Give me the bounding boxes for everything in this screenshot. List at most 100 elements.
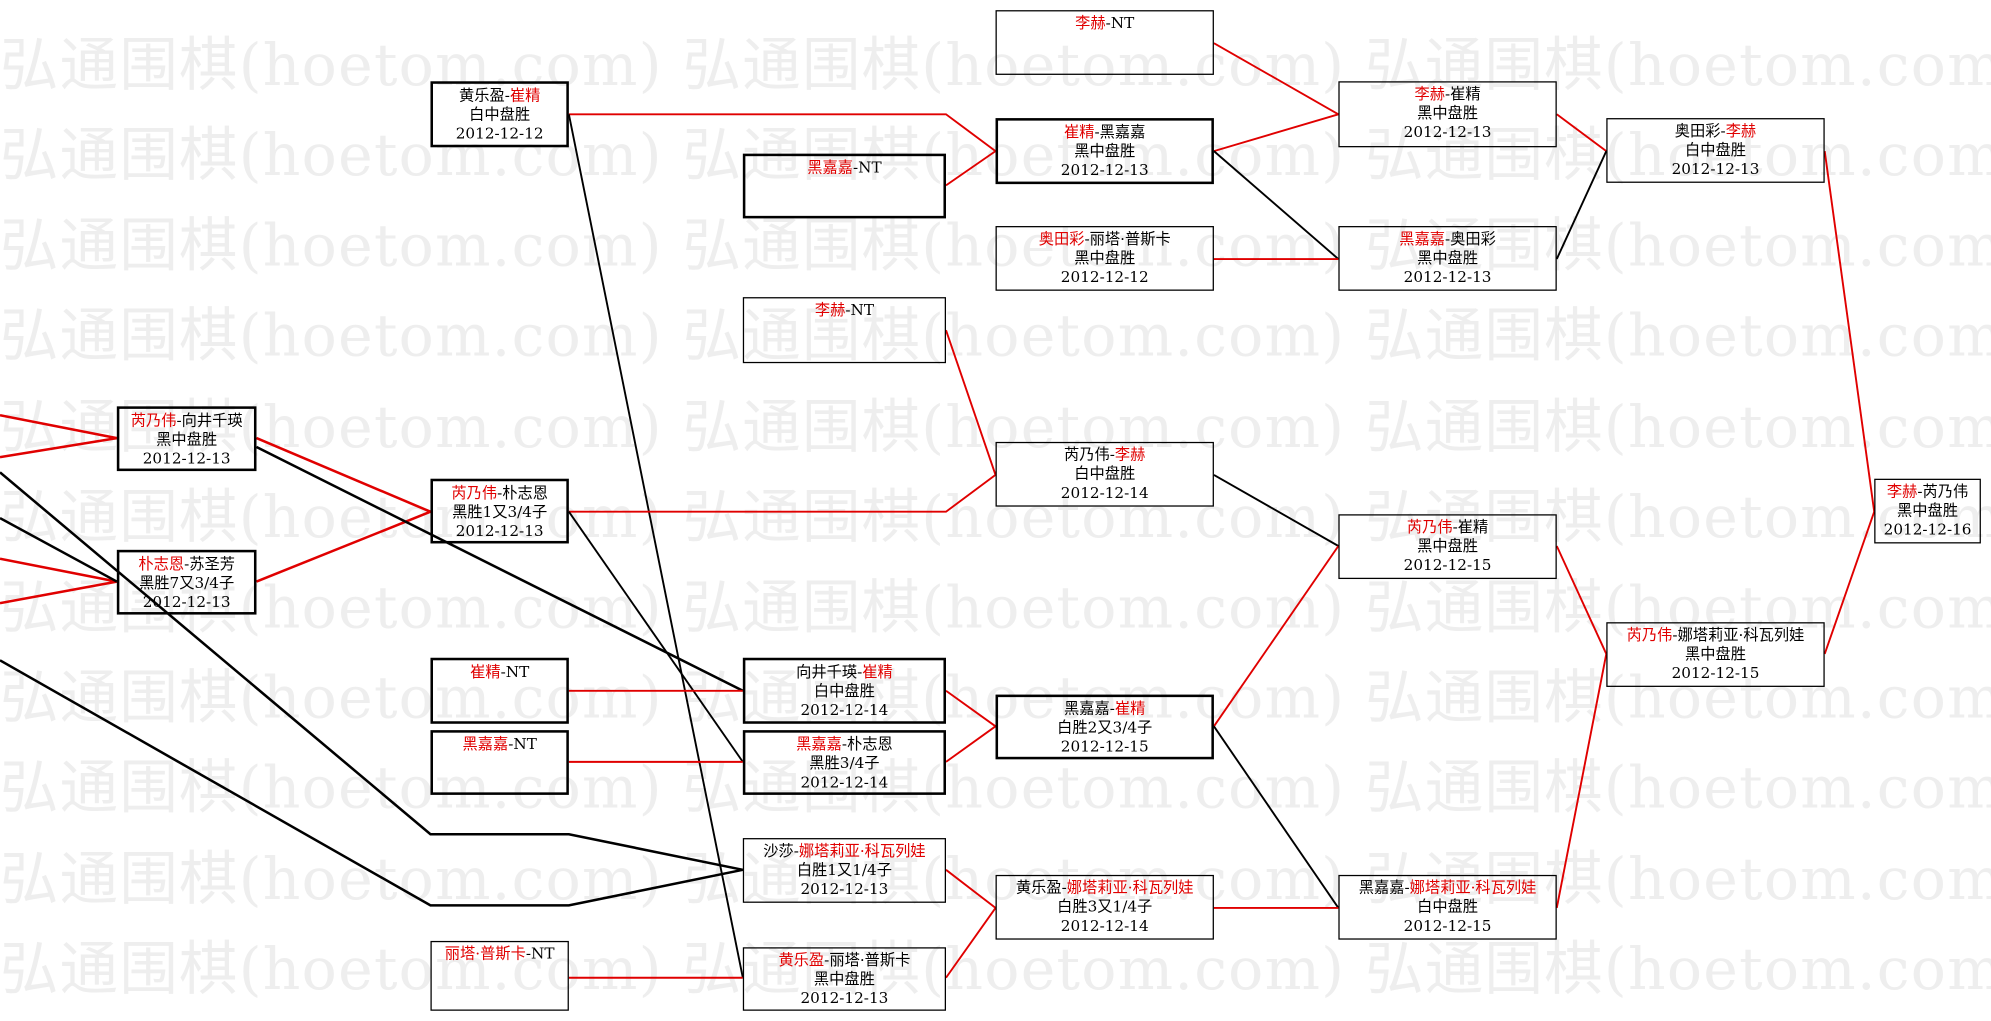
player-1: 沙莎 <box>763 841 794 860</box>
match-result: 黑中盘胜 <box>1074 142 1136 160</box>
match-players: 黑嘉嘉-娜塔莉亚·科瓦列娃 <box>1340 879 1556 898</box>
player-1: 向井千瑛 <box>796 662 858 681</box>
match-players: 芮乃伟-娜塔莉亚·科瓦列娃 <box>1608 626 1824 645</box>
match-result: 黑中盘胜 <box>1417 104 1479 122</box>
player-2: NT <box>858 158 882 177</box>
player-2: NT <box>531 944 555 963</box>
player-2: 苏圣芳 <box>189 554 235 573</box>
match-date: 2012-12-12 <box>1060 267 1149 286</box>
player-2: 娜塔莉亚·科瓦列娃 <box>1677 626 1805 644</box>
loser-connector <box>1555 150 1608 260</box>
match-players: 芮乃伟-朴志恩 <box>433 484 566 503</box>
match-result: 白中盘胜 <box>469 105 531 124</box>
loser-connector <box>568 511 744 763</box>
match-players: 芮乃伟-向井千瑛 <box>119 411 254 430</box>
player-2: 崔精 <box>1457 518 1489 536</box>
match-players: 奥田彩-李赫 <box>1608 122 1824 141</box>
match-result: 白中盘胜 <box>1074 464 1136 483</box>
match-result: 白中盘胜 <box>1685 140 1746 159</box>
match-players: 沙莎-娜塔莉亚·科瓦列娃 <box>744 842 945 861</box>
match-result: 黑中盘胜 <box>1685 645 1746 663</box>
match-result: 黑中盘胜 <box>156 430 218 449</box>
player-1: 黄乐盈 <box>458 86 505 105</box>
separator: - <box>1084 229 1090 248</box>
winner-connector <box>1213 113 1339 153</box>
winner-connector <box>1213 42 1339 116</box>
match-players: 黑嘉嘉-NT <box>745 159 943 178</box>
loser-connector <box>1213 725 1340 909</box>
match-date: 2012-12-13 <box>142 592 231 611</box>
winner-connector <box>945 907 997 979</box>
match-players: 丽塔·普斯卡-NT <box>432 945 568 964</box>
match-players: 芮乃伟-崔精 <box>1340 518 1556 537</box>
separator: - <box>841 735 847 753</box>
separator: - <box>500 662 506 681</box>
match-date: 2012-12-13 <box>142 449 231 468</box>
player-2: 李赫 <box>1725 121 1757 140</box>
player-1: 丽塔·普斯卡 <box>444 944 526 963</box>
match-result: 白胜1又1/4子 <box>796 860 892 879</box>
watermark-text: 弘通围棋(hoetom.com) 弘通围棋(hoetom.com) 弘通围棋(h… <box>0 572 1991 642</box>
match-players: 崔精-NT <box>433 663 566 682</box>
winner-connector <box>1555 545 1608 655</box>
match-result: 黑胜7又3/4子 <box>139 573 235 592</box>
player-2: 崔精 <box>1114 699 1146 718</box>
separator: - <box>504 86 510 105</box>
player-1: 崔精 <box>470 662 501 681</box>
match-result: 黑胜1又3/4子 <box>452 502 548 521</box>
player-2: 娜塔莉亚·科瓦列娃 <box>1409 878 1537 897</box>
separator: - <box>1404 878 1410 897</box>
match-date: 2012-12-15 <box>1671 664 1760 682</box>
winner-connector <box>945 150 997 187</box>
match-result: 黑胜3/4子 <box>809 754 880 773</box>
player-2: 丽塔·普斯卡 <box>829 951 911 969</box>
winner-connector <box>945 689 997 728</box>
player-1: 黑嘉嘉 <box>796 735 842 753</box>
match-players: 朴志恩-苏圣芳 <box>119 555 254 574</box>
winner-connector <box>256 436 431 513</box>
player-1: 黄乐盈 <box>778 951 825 969</box>
separator: - <box>1720 121 1726 140</box>
winner-connector <box>0 580 118 605</box>
match-box: 李赫-NT <box>995 10 1214 75</box>
player-2: 黑嘉嘉 <box>1099 123 1146 141</box>
match-result: 白胜3又1/4子 <box>1057 897 1153 916</box>
watermark-text: 弘通围棋(hoetom.com) 弘通围棋(hoetom.com) 弘通围棋(h… <box>0 844 1991 913</box>
separator: - <box>508 735 514 753</box>
winner-connector <box>0 557 118 583</box>
player-2: 朴志恩 <box>846 735 893 753</box>
separator: - <box>845 300 851 319</box>
player-1: 奥田彩 <box>1038 229 1085 248</box>
separator: - <box>824 951 830 969</box>
winner-connector <box>945 869 997 909</box>
player-2: NT <box>850 300 874 319</box>
match-result: 黑中盘胜 <box>813 970 875 988</box>
separator: - <box>1452 518 1458 536</box>
winner-connector <box>1555 653 1608 909</box>
watermark-text: 弘通围棋(hoetom.com) 弘通围棋(hoetom.com) 弘通围棋(h… <box>0 210 1991 280</box>
player-2: 娜塔莉亚·科瓦列娃 <box>798 841 926 860</box>
player-2: NT <box>505 662 530 681</box>
player-1: 黑嘉嘉 <box>1399 229 1445 248</box>
winner-connector <box>256 510 431 583</box>
match-date: 2012-12-15 <box>1403 556 1492 574</box>
match-players: 李赫-NT <box>997 14 1213 33</box>
match-players: 向井千瑛-崔精 <box>745 663 943 682</box>
winner-connector <box>0 436 118 459</box>
separator: - <box>1672 626 1678 644</box>
match-date: 2012-12-13 <box>1060 161 1149 180</box>
separator: - <box>1109 445 1115 464</box>
match-players: 崔精-黑嘉嘉 <box>998 123 1211 142</box>
match-players: 黑嘉嘉-朴志恩 <box>745 735 943 754</box>
player-2: 崔精 <box>1450 85 1481 103</box>
